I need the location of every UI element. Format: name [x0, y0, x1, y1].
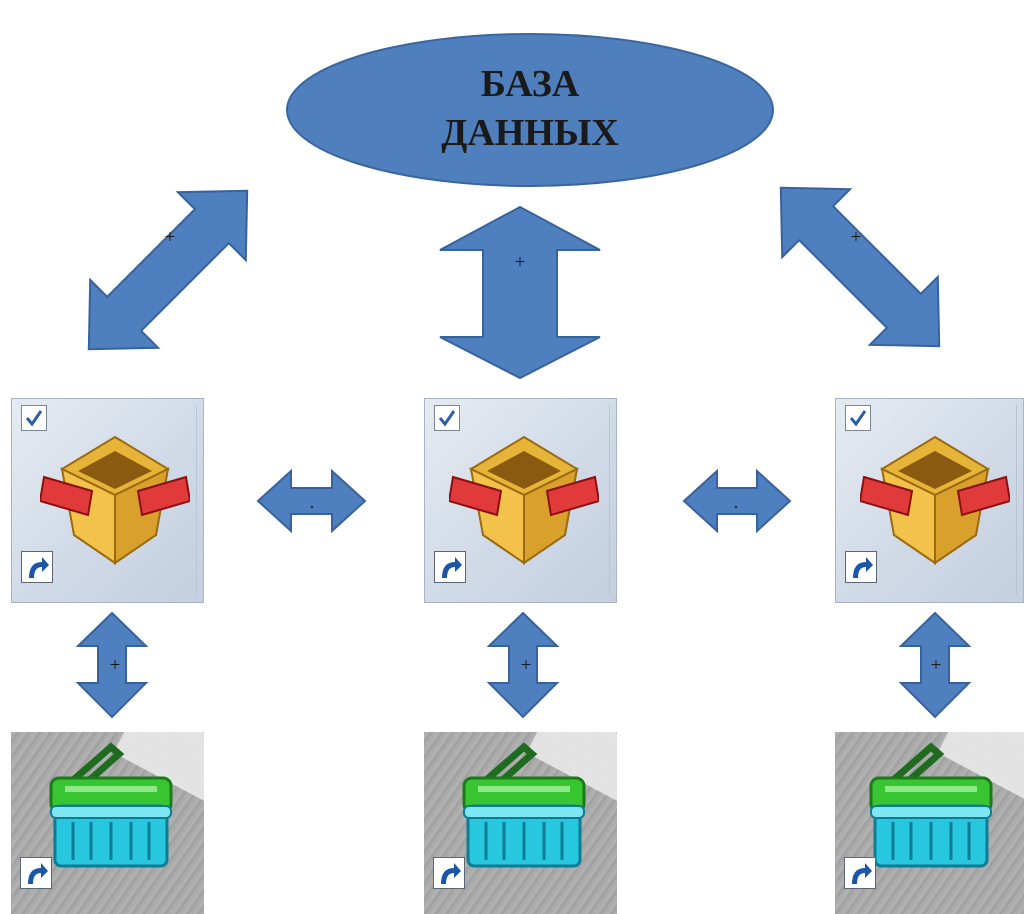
shortcut-arrow-icon [433, 857, 465, 889]
database-ellipse [286, 33, 774, 187]
arrow-db-to-left-server: + [87, 189, 249, 351]
shortcut-arrow-icon [20, 857, 52, 889]
arrow-label-top-left: + [165, 227, 176, 248]
double-arrow-diagonal-right [779, 186, 941, 348]
server-node-center [424, 398, 617, 603]
database-node: БАЗА ДАННЫХ [286, 33, 774, 187]
database-label-line1: БАЗА [481, 63, 580, 105]
arrow-db-to-right-server: + [779, 186, 941, 348]
shopping-basket-icon [869, 742, 993, 868]
arrow-right-server-to-right-client: + [898, 611, 972, 719]
arrow-label-middle-right: . [734, 492, 739, 513]
shopping-basket-icon [462, 742, 586, 868]
arrow-label-middle-left: . [310, 492, 315, 513]
client-node-center [424, 732, 617, 914]
box-with-red-flaps-icon [40, 435, 190, 565]
arrow-label-top-center: + [515, 252, 526, 273]
double-arrow-vertical-bottom-left [75, 611, 149, 719]
shopping-basket-icon [49, 742, 173, 868]
checkbox-icon [845, 405, 871, 431]
arrow-left-server-to-left-client: + [75, 611, 149, 719]
double-arrow-diagonal-left [87, 189, 249, 351]
client-node-right [835, 732, 1024, 914]
database-label-line2: ДАННЫХ [441, 112, 618, 154]
double-arrow-vertical [439, 205, 601, 380]
arrow-db-to-center-server: + [439, 205, 601, 380]
double-arrow-vertical-bottom-center [486, 611, 560, 719]
shortcut-arrow-icon [434, 551, 466, 583]
arrow-center-server-to-center-client: + [486, 611, 560, 719]
checkbox-icon [21, 405, 47, 431]
arrow-label-bottom-center: + [521, 655, 532, 676]
double-arrow-horizontal-right [682, 468, 792, 534]
double-arrow-horizontal-left [256, 468, 367, 534]
shortcut-arrow-icon [844, 857, 876, 889]
checkbox-icon [434, 405, 460, 431]
server-node-right [835, 398, 1024, 603]
arrow-label-top-right: + [851, 227, 862, 248]
server-node-left [11, 398, 204, 603]
client-node-left [11, 732, 204, 914]
box-with-red-flaps-icon [860, 435, 1010, 565]
arrow-center-server-to-right-server: . [682, 468, 792, 534]
arrow-left-server-to-center-server: . [256, 468, 367, 534]
box-with-red-flaps-icon [449, 435, 599, 565]
arrow-label-bottom-left: + [110, 655, 121, 676]
arrow-label-bottom-right: + [931, 655, 942, 676]
shortcut-arrow-icon [845, 551, 877, 583]
shortcut-arrow-icon [21, 551, 53, 583]
double-arrow-vertical-bottom-right [898, 611, 972, 719]
